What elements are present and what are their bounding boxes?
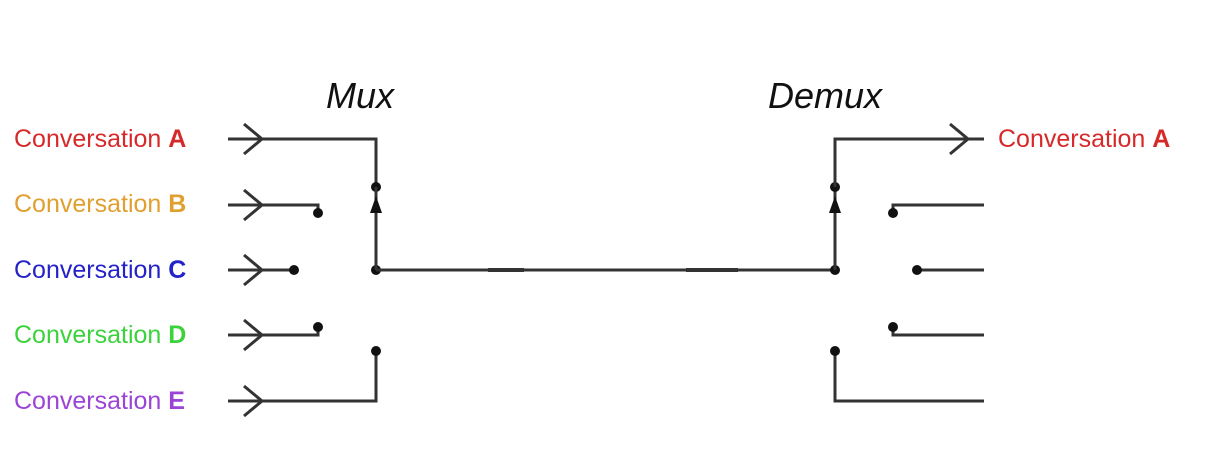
input-arrow-d — [228, 318, 265, 352]
input-label-d-letter: D — [168, 321, 186, 349]
mux-title: Mux — [326, 75, 396, 116]
input-label-b: Conversation B — [14, 190, 186, 218]
output-label-a: Conversation A — [998, 125, 1170, 153]
output-label-a-prefix: Conversation — [998, 125, 1152, 153]
output-arrow-a — [949, 122, 984, 156]
demux-contact-d — [888, 322, 898, 332]
contact-e — [371, 346, 381, 356]
input-arrow-e — [228, 384, 265, 418]
demux-output-wires — [833, 122, 984, 403]
output-label-a-letter: A — [1152, 125, 1170, 153]
input-label-b-letter: B — [168, 190, 186, 218]
demux-wire-a — [833, 137, 968, 187]
input-arrow-a — [228, 122, 265, 156]
input-label-a: Conversation A — [14, 125, 186, 153]
input-label-d: Conversation D — [14, 321, 186, 349]
input-label-b-prefix: Conversation — [14, 190, 168, 218]
input-label-e: Conversation E — [14, 387, 185, 415]
input-arrow-c — [228, 253, 265, 287]
mux-arm-arrowhead — [370, 196, 382, 213]
demux-title: Demux — [768, 75, 884, 116]
input-label-a-letter: A — [168, 125, 186, 153]
contact-c — [289, 265, 299, 275]
input-label-c-letter: C — [168, 256, 186, 284]
wire-a-to-mux — [262, 137, 378, 187]
input-label-d-prefix: Conversation — [14, 321, 168, 349]
wire-b-stub — [262, 203, 320, 213]
input-label-e-prefix: Conversation — [14, 387, 168, 415]
contact-d — [313, 322, 323, 332]
demux-wire-d — [891, 327, 984, 337]
demux-contact-b — [888, 208, 898, 218]
input-arrow-b — [228, 188, 265, 222]
wire-e-to-mux — [262, 351, 378, 403]
demux-wire-e — [833, 351, 984, 403]
input-label-a-prefix: Conversation — [14, 125, 168, 153]
demux-contact-e — [830, 346, 840, 356]
demux-wire-b — [891, 203, 984, 213]
demux-arm-arrowhead — [829, 196, 841, 213]
demux-contact-c — [912, 265, 922, 275]
mux-contacts — [289, 182, 381, 356]
demux-contacts — [830, 208, 922, 356]
mux-input-wires — [262, 137, 378, 403]
contact-b — [313, 208, 323, 218]
wire-d-stub — [262, 327, 320, 337]
input-label-c-prefix: Conversation — [14, 256, 168, 284]
input-label-c: Conversation C — [14, 256, 186, 284]
input-arrows — [228, 122, 265, 418]
input-label-e-letter: E — [168, 387, 185, 415]
